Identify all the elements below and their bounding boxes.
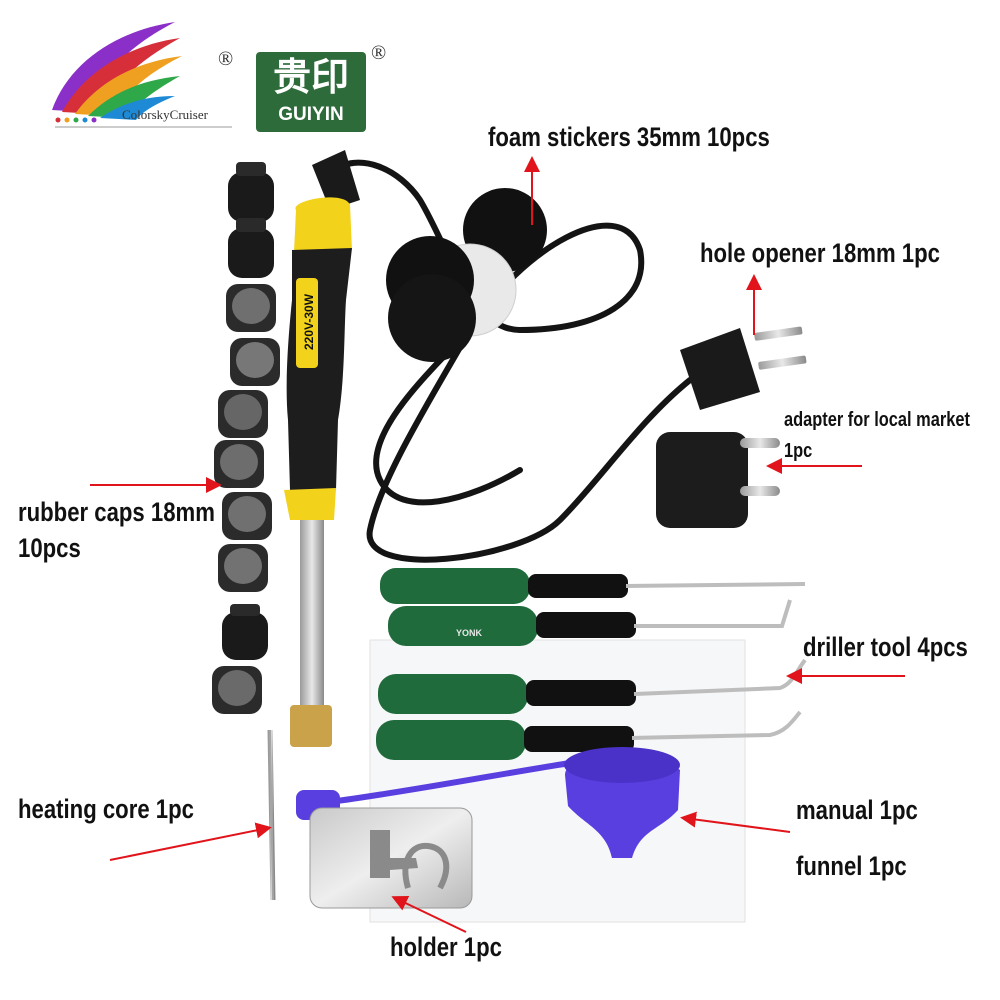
rubber-cap bbox=[214, 440, 264, 488]
rubber-cap bbox=[228, 162, 274, 222]
guiyin-logo-box bbox=[256, 52, 366, 132]
label-adapter-line1: adapter for local market bbox=[784, 409, 970, 431]
colorsky-logo-text: ColorskyCruiser bbox=[122, 107, 208, 122]
colorsky-logo bbox=[52, 22, 232, 128]
driller-tool bbox=[380, 568, 806, 604]
rubber-cap bbox=[228, 218, 274, 278]
foam-stickers bbox=[386, 188, 547, 362]
label-heating-core: heating core 1pc bbox=[18, 794, 194, 824]
rubber-cap bbox=[222, 604, 268, 660]
travel-adapter bbox=[656, 432, 780, 528]
iron-holder bbox=[309, 807, 473, 909]
annotation-arrows bbox=[90, 156, 905, 933]
driller-brand-text: YONK bbox=[456, 628, 483, 638]
label-hole-opener: hole opener 18mm 1pc bbox=[700, 238, 940, 268]
rubber-cap bbox=[230, 338, 280, 386]
iron-rating-text: 220V-30W bbox=[302, 293, 316, 350]
rubber-cap bbox=[226, 284, 276, 332]
label-rubber-caps-line2: 10pcs bbox=[18, 533, 81, 563]
rubber-caps bbox=[212, 162, 280, 714]
driller-tool bbox=[388, 599, 792, 646]
power-plug bbox=[680, 326, 807, 410]
registered-mark-1: ® bbox=[218, 48, 234, 70]
label-manual: manual 1pc bbox=[796, 795, 918, 825]
rubber-cap bbox=[218, 544, 268, 592]
soldering-iron bbox=[284, 150, 360, 747]
rubber-cap bbox=[222, 492, 272, 540]
label-funnel: funnel 1pc bbox=[796, 851, 907, 881]
rubber-cap bbox=[218, 390, 268, 438]
label-driller-tool: driller tool 4pcs bbox=[803, 632, 968, 662]
arrow-manual bbox=[680, 811, 791, 833]
guiyin-cn-text: 贵印 bbox=[272, 55, 349, 99]
guiyin-en-text: GUIYIN bbox=[278, 104, 344, 125]
driller-tool bbox=[376, 710, 802, 760]
arrow-holder bbox=[391, 895, 467, 933]
label-rubber-caps-line1: rubber caps 18mm bbox=[18, 497, 215, 527]
rubber-cap bbox=[212, 666, 262, 714]
arrow-heating-core bbox=[109, 822, 272, 861]
label-foam-stickers: foam stickers 35mm 10pcs bbox=[488, 122, 770, 152]
label-adapter-line2: 1pc bbox=[784, 440, 813, 462]
label-holder: holder 1pc bbox=[390, 932, 502, 962]
driller-tools bbox=[376, 568, 807, 760]
heating-core bbox=[267, 729, 276, 901]
driller-tool bbox=[378, 658, 807, 714]
registered-mark-2: ® bbox=[371, 42, 387, 64]
